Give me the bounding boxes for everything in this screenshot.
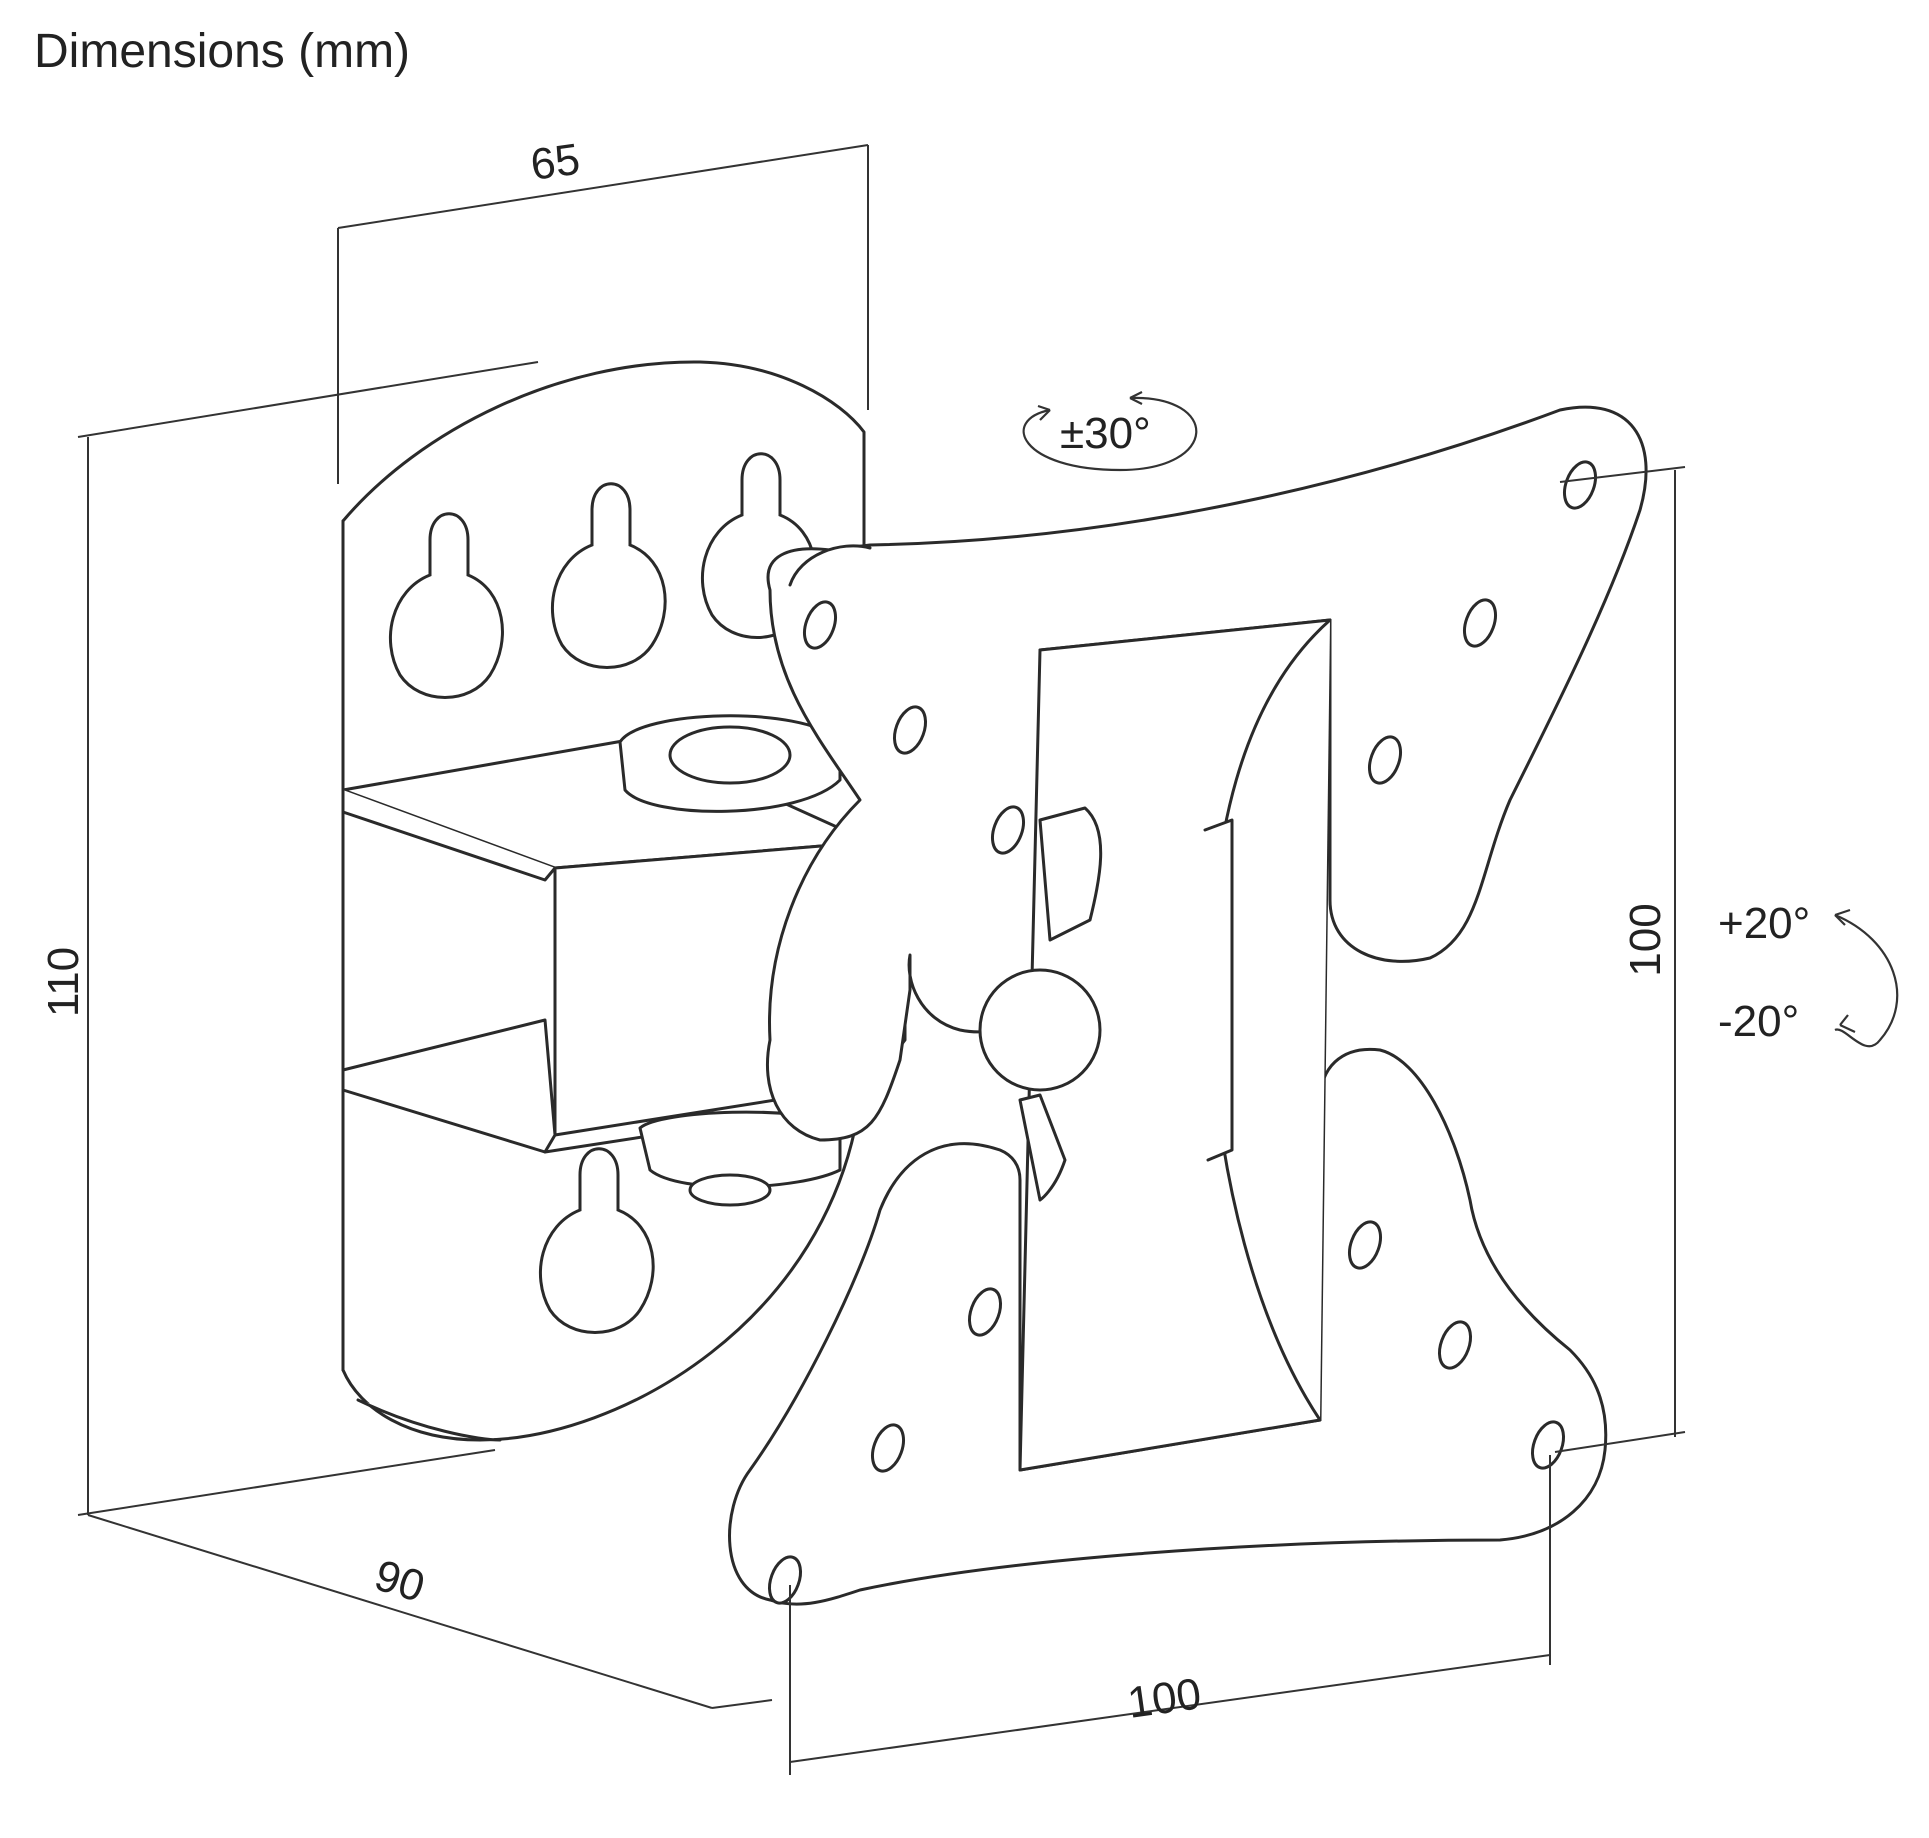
dim-label-bottom-depth: 90	[369, 1551, 430, 1612]
tilt-arrow-icon	[1834, 908, 1899, 1048]
tilt-up-label: +20°	[1718, 899, 1810, 948]
mount-hole-8	[1437, 1320, 1473, 1370]
keyhole-slot-1	[388, 512, 504, 699]
mount-hole-6	[1367, 735, 1403, 785]
mount-hole-10	[870, 1423, 906, 1473]
mount-hole-7	[1347, 1220, 1383, 1270]
swivel-arrow-icon	[1022, 391, 1198, 472]
keyhole-slot-2	[550, 482, 667, 669]
dim-label-top-depth: 65	[528, 135, 583, 190]
dim-label-vesa-horizontal: 100	[1125, 1669, 1205, 1728]
mount-hole-3	[892, 705, 928, 755]
dimension-lines	[77, 144, 1686, 1775]
dim-label-vesa-vertical: 100	[1621, 903, 1670, 976]
mount-hole-4	[990, 805, 1026, 855]
diagram-title: Dimensions (mm)	[34, 25, 411, 78]
mount-hole-12	[767, 1555, 803, 1605]
swivel-label: ±30°	[1060, 409, 1151, 458]
dim-label-height: 110	[39, 947, 88, 1017]
vesa-plate	[728, 405, 1648, 1606]
tilt-down-label: -20°	[1718, 997, 1799, 1046]
mount-hole-2	[802, 600, 838, 650]
mount-hole-9	[967, 1287, 1003, 1337]
mount-hole-11	[1530, 1420, 1566, 1470]
keyhole-slot-4	[538, 1147, 655, 1334]
mount-hole-5	[1462, 598, 1498, 648]
